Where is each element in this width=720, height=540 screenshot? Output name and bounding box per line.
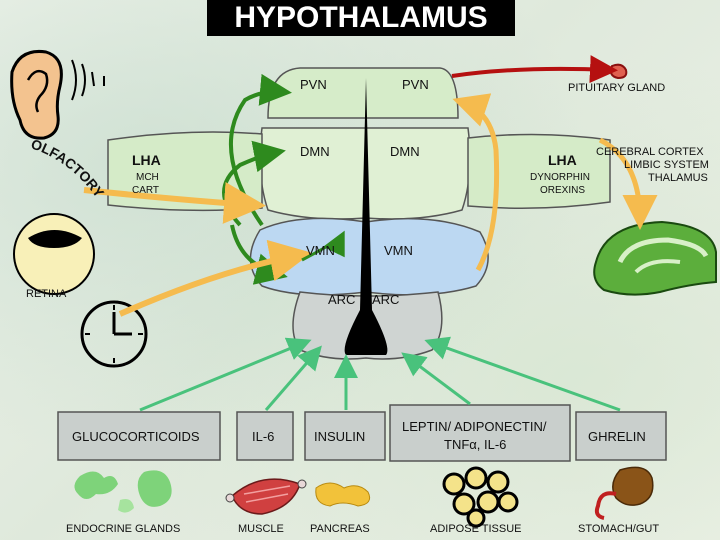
adipose-tissue-icon — [442, 466, 519, 528]
ghrelin-box — [575, 411, 667, 461]
dmn-label-right: DMN — [390, 144, 420, 159]
left-lha-line2: CART — [132, 185, 160, 196]
cortex-label-line1: CEREBRAL CORTEX — [596, 146, 704, 158]
arrow-olfactory-to-dmn — [83, 182, 266, 224]
page-title: HYPOTHALAMUS — [207, 0, 515, 36]
retina-label: RETINA — [26, 288, 67, 300]
arrow-vmn-to-pvn — [301, 230, 345, 262]
arrow-leptin — [401, 352, 471, 406]
arrow-vmn-to-pvn-right — [452, 93, 500, 272]
arrow-lha-to-cortex — [598, 137, 658, 230]
insulin-label: INSULIN — [314, 429, 366, 444]
vmn-label-left: VMN — [306, 243, 335, 258]
arc-label-right: ARC — [372, 292, 400, 307]
endocrine-glands-label: ENDOCRINE GLANDS — [66, 523, 181, 535]
muscle-label: MUSCLE — [238, 523, 284, 535]
pvn-label-right: PVN — [402, 77, 429, 92]
vmn-label-right: VMN — [384, 243, 413, 258]
arrow-glucocorticoids — [139, 337, 312, 412]
dmn-label-left: DMN — [300, 144, 330, 159]
pituitary-label: PITUITARY GLAND — [568, 82, 666, 94]
left-lha-title: LHA — [132, 152, 161, 168]
pituitary-icon — [609, 63, 628, 80]
leptin-box — [389, 404, 571, 462]
cortex-label-line2: LIMBIC SYSTEM — [624, 159, 709, 171]
arrow-pvn-to-pituitary — [451, 55, 618, 84]
left-lha-line1: MCH — [136, 172, 159, 183]
glucocorticoids-box — [57, 411, 221, 461]
arrow-clock-to-vmn — [118, 239, 312, 317]
clock-icon — [80, 300, 148, 368]
il6-label: IL-6 — [252, 429, 275, 444]
muscle-icon — [225, 478, 307, 515]
ear-icon — [10, 49, 105, 140]
right-lha-title: LHA — [548, 152, 577, 168]
pancreas-icon — [315, 482, 371, 507]
right-lha-line1: DYNORPHIN — [530, 172, 591, 183]
cortex-label-line3: THALAMUS — [648, 172, 708, 184]
right-lha-region — [467, 133, 611, 209]
right-lha-line2: OREXINS — [540, 185, 586, 196]
pancreas-label: PANCREAS — [310, 523, 370, 535]
il6-box — [236, 411, 294, 461]
pvn-label-left: PVN — [300, 77, 327, 92]
arrow-ghrelin — [424, 336, 621, 412]
leptin-label-line1: LEPTIN/ ADIPONECTIN/ — [402, 419, 547, 434]
eye-icon — [13, 213, 95, 295]
ghrelin-label: GHRELIN — [588, 429, 646, 444]
glucocorticoids-label: GLUCOCORTICOIDS — [72, 429, 200, 444]
third-ventricle — [344, 78, 388, 355]
stomach-icon — [594, 466, 654, 520]
brain-icon — [593, 220, 717, 296]
arc-label-left: ARC — [328, 292, 356, 307]
leptin-label-line2: TNFα, IL-6 — [444, 437, 507, 452]
arrow-il6 — [264, 345, 322, 411]
pvn-region — [267, 67, 459, 119]
olfactory-label: OLFACTORY — [29, 136, 108, 201]
endocrine-glands-icon — [74, 470, 172, 513]
insulin-box — [304, 411, 386, 461]
stomach-gut-label: STOMACH/GUT — [578, 523, 660, 535]
adipose-tissue-label: ADIPOSE TISSUE — [430, 523, 522, 535]
